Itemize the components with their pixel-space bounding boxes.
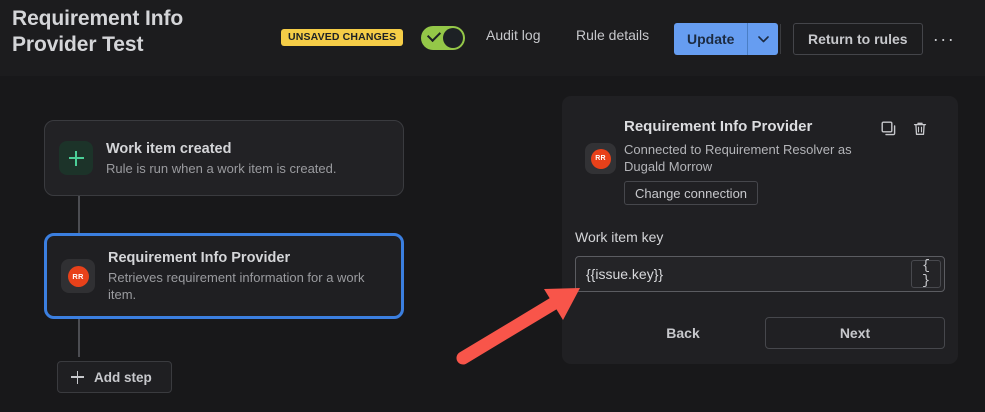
more-options-icon[interactable]: ··· — [932, 28, 956, 49]
header-divider — [780, 24, 781, 54]
work-item-key-input[interactable] — [576, 266, 911, 282]
config-panel-title: Requirement Info Provider — [624, 118, 813, 135]
step-config-panel: RR Requirement Info Provider Connected t… — [562, 96, 958, 364]
work-item-key-label: Work item key — [575, 229, 664, 245]
connector-line — [78, 319, 80, 357]
status-badge-unsaved-changes: UNSAVED CHANGES — [281, 29, 404, 46]
add-step-label: Add step — [94, 369, 152, 385]
page-title: Requirement Info Provider Test — [12, 7, 184, 56]
return-to-rules-button[interactable]: Return to rules — [793, 23, 923, 55]
connection-status-text: Connected to Requirement Resolver as Dug… — [624, 142, 852, 174]
chevron-down-icon — [758, 35, 769, 42]
step-text: Requirement Info Provider Retrieves requ… — [108, 249, 387, 303]
update-button-group: Update — [674, 23, 779, 55]
rr-badge-label: RR — [590, 148, 611, 169]
rule-details-link[interactable]: Rule details — [576, 27, 650, 43]
plus-icon — [71, 370, 84, 384]
trash-glyph — [913, 122, 927, 135]
next-button[interactable]: Next — [765, 317, 945, 349]
audit-log-link[interactable]: Audit log — [486, 27, 541, 43]
step-description: Rule is run when a work item is created. — [106, 160, 337, 176]
connector-line — [78, 195, 80, 234]
trash-icon[interactable] — [909, 118, 931, 140]
update-button[interactable]: Update — [674, 23, 748, 55]
work-item-key-field[interactable]: { } — [575, 256, 945, 292]
step-title: Work item created — [106, 140, 232, 157]
duplicate-icon[interactable] — [878, 118, 900, 140]
check-icon — [426, 27, 442, 43]
duplicate-glyph — [881, 121, 896, 136]
toggle-knob — [443, 28, 463, 48]
rr-app-icon: RR — [585, 143, 616, 174]
rr-app-icon: RR — [61, 259, 95, 293]
step-text: Work item created Rule is run when a wor… — [106, 140, 389, 177]
rule-enabled-toggle[interactable] — [421, 26, 465, 50]
insert-token-button[interactable]: { } — [911, 259, 941, 289]
step-description: Retrieves requirement information for a … — [108, 270, 365, 302]
back-button[interactable]: Back — [637, 317, 729, 349]
change-connection-button[interactable]: Change connection — [624, 181, 759, 205]
update-dropdown-button[interactable] — [747, 23, 779, 55]
add-step-button[interactable]: Add step — [57, 361, 172, 393]
step-card-requirement-info-provider[interactable]: RR Requirement Info Provider Retrieves r… — [44, 233, 404, 319]
rr-badge-label: RR — [67, 265, 89, 287]
page-header: Requirement Info Provider Test UNSAVED C… — [0, 0, 985, 76]
step-card-trigger[interactable]: Work item created Rule is run when a wor… — [44, 120, 404, 196]
step-title: Requirement Info Provider — [108, 250, 291, 266]
config-panel-header: RR Requirement Info Provider Connected t… — [562, 96, 958, 216]
plus-icon — [59, 141, 93, 175]
